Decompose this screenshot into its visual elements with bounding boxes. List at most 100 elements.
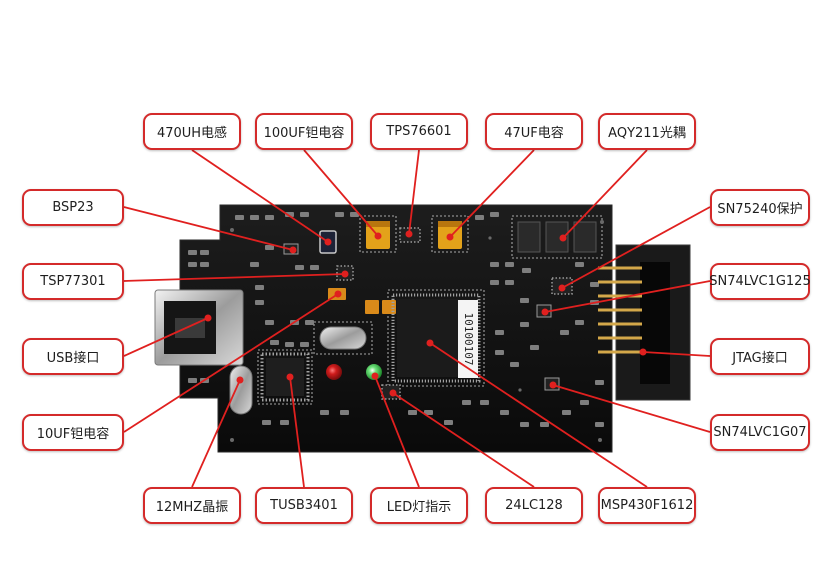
- chip-tusb3401: [260, 352, 310, 402]
- callout-line-jtag: [642, 351, 711, 357]
- smd-component: [320, 410, 329, 415]
- smd-component: [530, 345, 539, 350]
- smd-component: [250, 262, 259, 267]
- callout-line-tusb3401: [289, 376, 305, 488]
- callout-line-100uf-tantalum: [303, 149, 379, 237]
- callout-line-tps76601: [408, 149, 420, 235]
- smd-component: [188, 378, 197, 383]
- relay-aqy211: [517, 221, 541, 253]
- callout-dot: [639, 348, 647, 356]
- led-red: [326, 364, 342, 380]
- smd-component: [575, 262, 584, 267]
- relay-aqy211: [573, 221, 597, 253]
- jtag-pins: [598, 266, 642, 354]
- smd-component: [505, 280, 514, 285]
- smd-component: [500, 410, 509, 415]
- via: [518, 388, 522, 392]
- smd-component: [340, 410, 349, 415]
- callout-47uf-cap: 47UF电容: [485, 113, 583, 150]
- callout-12mhz-crystal: 12MHZ晶振: [143, 487, 241, 524]
- callout-dot: [289, 246, 297, 254]
- callout-dot: [389, 389, 397, 397]
- silkscreen-outline: [313, 321, 373, 355]
- smd-component: [580, 400, 589, 405]
- smd-component: [462, 400, 471, 405]
- callout-dot: [405, 230, 413, 238]
- smd-component: [424, 410, 433, 415]
- chip-body: [266, 358, 304, 396]
- smd-component: [560, 330, 569, 335]
- crystal-center: [319, 326, 367, 350]
- smd-component: [480, 400, 489, 405]
- callout-line-tsp77301: [123, 273, 346, 282]
- callout-sn74lvc1g125: SN74LVC1G125: [709, 263, 811, 300]
- callout-lines: [123, 149, 711, 488]
- smd-component: [270, 340, 279, 345]
- callout-line-sn74lvc1g125: [544, 280, 711, 313]
- via: [230, 438, 234, 442]
- smd-component: [444, 420, 453, 425]
- callout-line-sn74lvc1g07: [552, 384, 711, 433]
- smd-component: [200, 262, 209, 267]
- silkscreen: [257, 215, 603, 405]
- via: [598, 438, 602, 442]
- smd-component: [265, 215, 274, 220]
- tantalum-cap-band: [438, 221, 462, 227]
- smd-component: [575, 320, 584, 325]
- chip-pin-frame: [260, 352, 310, 402]
- smd-component: [522, 268, 531, 273]
- callout-line-47uf-cap: [449, 149, 535, 238]
- smd-component: [255, 300, 264, 305]
- small-cap: [382, 300, 396, 314]
- callout-dot: [374, 232, 382, 240]
- vias: [230, 220, 604, 442]
- smd-component: [505, 262, 514, 267]
- callout-sn74lvc1g07: SN74LVC1G07: [710, 414, 810, 451]
- callout-dot: [236, 376, 244, 384]
- smd-component: [595, 422, 604, 427]
- smd-component: [495, 330, 504, 335]
- smd-component: [490, 280, 499, 285]
- callout-10uf-tantalum-cap: 10UF钽电容: [22, 414, 124, 451]
- smd-component: [475, 215, 484, 220]
- callout-tps76601: TPS76601: [370, 113, 468, 150]
- silkscreen-outline: [257, 349, 313, 405]
- smd-component: [188, 250, 197, 255]
- smd-component: [350, 212, 359, 217]
- smd-component: [490, 212, 499, 217]
- callout-dot: [286, 373, 294, 381]
- tantalum-cap-band: [366, 221, 390, 227]
- via: [600, 220, 604, 224]
- callout-led-indicator: LED灯指示: [370, 487, 468, 524]
- callout-dot: [541, 308, 549, 316]
- smd-component: [310, 265, 319, 270]
- callout-dot: [324, 238, 332, 246]
- callout-line-aqy211: [562, 149, 648, 239]
- smd-component: [408, 410, 417, 415]
- callout-dot: [371, 372, 379, 380]
- callout-line-led: [374, 375, 420, 488]
- smd-component: [540, 422, 549, 427]
- smd-component: [188, 262, 197, 267]
- callout-line-10uf-tantalum: [123, 293, 339, 433]
- smd-component: [520, 298, 529, 303]
- smd-component: [262, 420, 271, 425]
- chip-msp430f1612: 10100107: [391, 293, 481, 383]
- smd-component: [265, 320, 274, 325]
- callout-24lc128: 24LC128: [485, 487, 583, 524]
- callout-dot: [549, 381, 557, 389]
- smd-component: [295, 265, 304, 270]
- callout-dot: [446, 233, 454, 241]
- smd-component: [305, 320, 314, 325]
- callout-dot: [334, 290, 342, 298]
- chip-sticker: [458, 300, 478, 378]
- chip-marking: 10100107: [462, 313, 475, 366]
- callout-dot: [341, 270, 349, 278]
- callout-sn75240-protection: SN75240保护: [710, 189, 810, 226]
- silkscreen-outline: [387, 289, 485, 387]
- smd-component: [495, 350, 504, 355]
- via: [230, 228, 234, 232]
- callout-line-24lc128: [392, 392, 535, 488]
